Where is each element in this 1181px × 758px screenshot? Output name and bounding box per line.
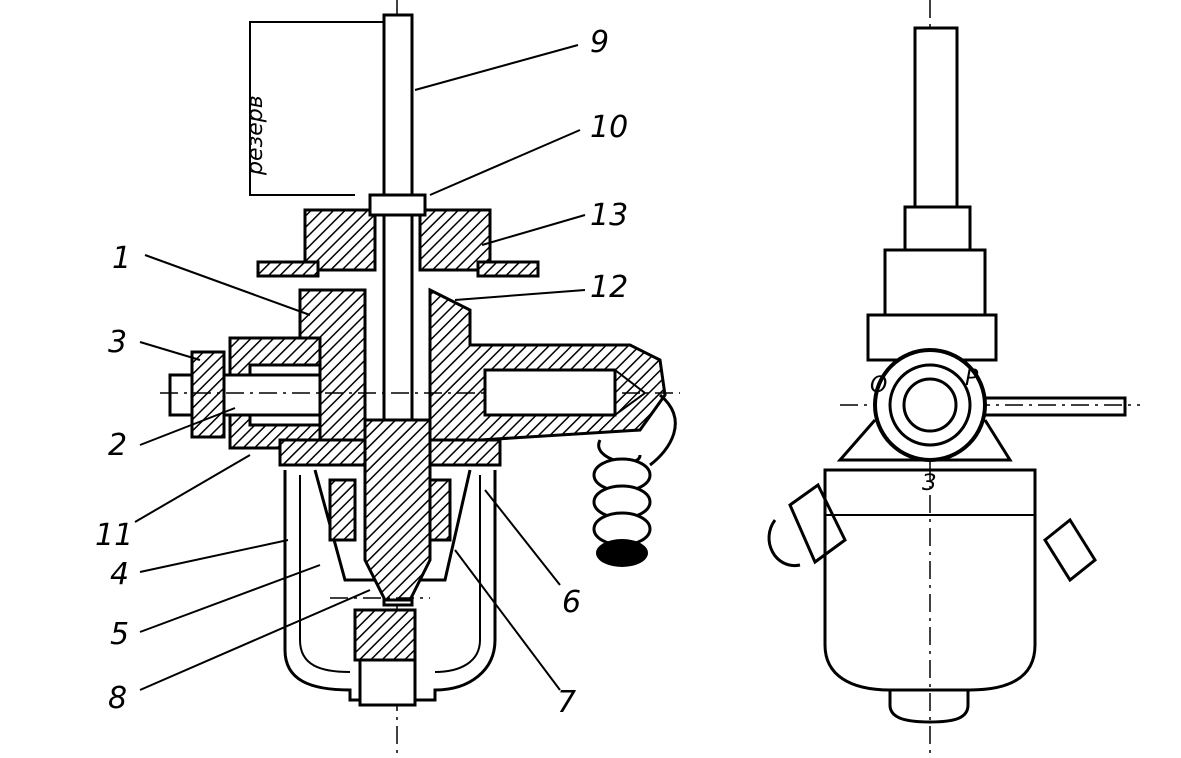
callout-7: 7	[557, 685, 576, 720]
callout-4: 4	[110, 557, 129, 592]
side-drain	[888, 690, 970, 724]
callout-9: 9	[590, 25, 609, 60]
callout-5: 5	[110, 617, 129, 652]
callout-12: 12	[590, 270, 628, 305]
outlet-fitting	[160, 350, 680, 439]
side-bowl	[823, 468, 1037, 692]
valve-stem	[363, 418, 432, 602]
callout-6: 6	[562, 585, 581, 620]
side-nut-lower	[883, 248, 987, 317]
filter-screen	[313, 469, 472, 582]
callout-2: 2	[108, 428, 127, 463]
side-mark-o: О	[870, 373, 887, 398]
gland-nut	[303, 193, 492, 272]
callout-1: 1	[112, 241, 131, 276]
side-fittings	[767, 482, 1097, 583]
sectional-view: резерв 1 2 3 4 5 6 7 8 9 10 11 12 13	[95, 0, 680, 758]
leader-lines	[134, 44, 586, 691]
side-view: О Р З	[767, 0, 1140, 758]
callout-8: 8	[108, 681, 127, 716]
callout-13: 13	[590, 198, 628, 233]
hose-coupling	[592, 393, 677, 567]
callout-10: 10	[590, 110, 628, 145]
mounting-flange	[256, 260, 540, 278]
side-mark-z: З	[922, 471, 936, 496]
side-rod	[913, 26, 959, 215]
reserve-bracket	[249, 21, 385, 196]
reserve-caption: резерв	[243, 95, 268, 176]
callout-labels: 1 2 3 4 5 6 7 8 9 10 11 12 13	[95, 25, 628, 720]
inlet-passage	[483, 368, 647, 417]
drain-plug	[330, 597, 430, 707]
callout-11: 11	[95, 518, 133, 553]
side-mark-p: Р	[965, 366, 979, 391]
side-nut-upper	[903, 205, 972, 254]
callout-3: 3	[108, 325, 127, 360]
